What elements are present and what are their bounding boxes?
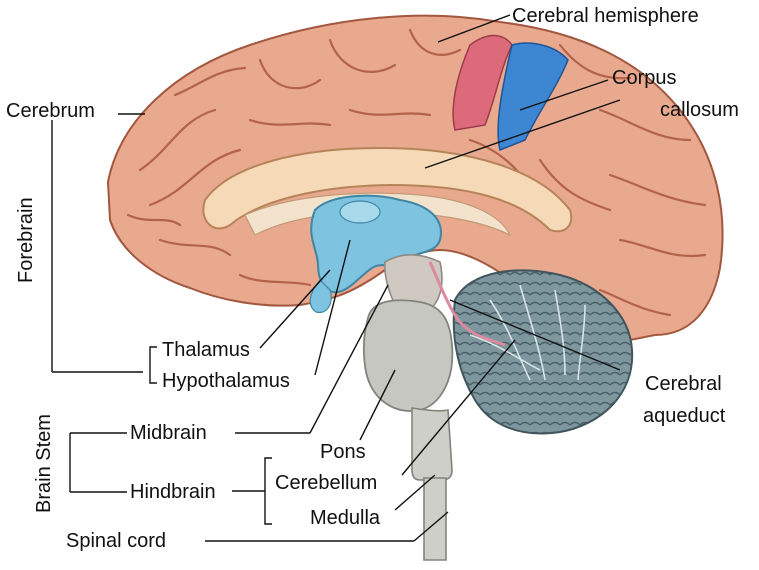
label-thalamus: Thalamus	[162, 339, 250, 361]
hemisphere-blue-region	[497, 42, 569, 152]
hemisphere-red-region	[452, 34, 513, 131]
label-medulla: Medulla	[310, 507, 381, 529]
label-hindbrain: Hindbrain	[130, 481, 216, 503]
label-aqueduct: aqueduct	[643, 405, 726, 427]
aqueduct-channel	[428, 261, 506, 347]
pons-shape	[362, 299, 454, 412]
label-cerebrum: Cerebrum	[6, 100, 95, 122]
thalamus-shape	[339, 200, 381, 224]
spinal-cord-shape	[423, 477, 447, 561]
label-brain-stem: Brain Stem	[33, 414, 55, 513]
label-hypothalamus: Hypothalamus	[162, 370, 290, 392]
label-pons: Pons	[320, 441, 366, 463]
label-spinal-cord: Spinal cord	[66, 530, 167, 552]
label-cerebral-hemisphere: Cerebral hemisphere	[512, 5, 699, 27]
leader-lines	[51, 14, 621, 542]
label-cerebellum: Cerebellum	[275, 472, 378, 494]
label-callosum: callosum	[660, 99, 739, 121]
medulla-shape	[411, 407, 453, 481]
midbrain-shape	[384, 254, 443, 311]
label-midbrain: Midbrain	[130, 422, 207, 444]
cerebellum-shape	[452, 269, 634, 435]
corpus-callosum-shape	[202, 146, 573, 233]
pituitary-shape	[309, 279, 332, 314]
label-cerebral: Cerebral	[645, 373, 722, 395]
cortex-folds	[126, 28, 707, 317]
label-corpus: Corpus	[612, 67, 677, 89]
label-forebrain: Forebrain	[15, 197, 37, 283]
